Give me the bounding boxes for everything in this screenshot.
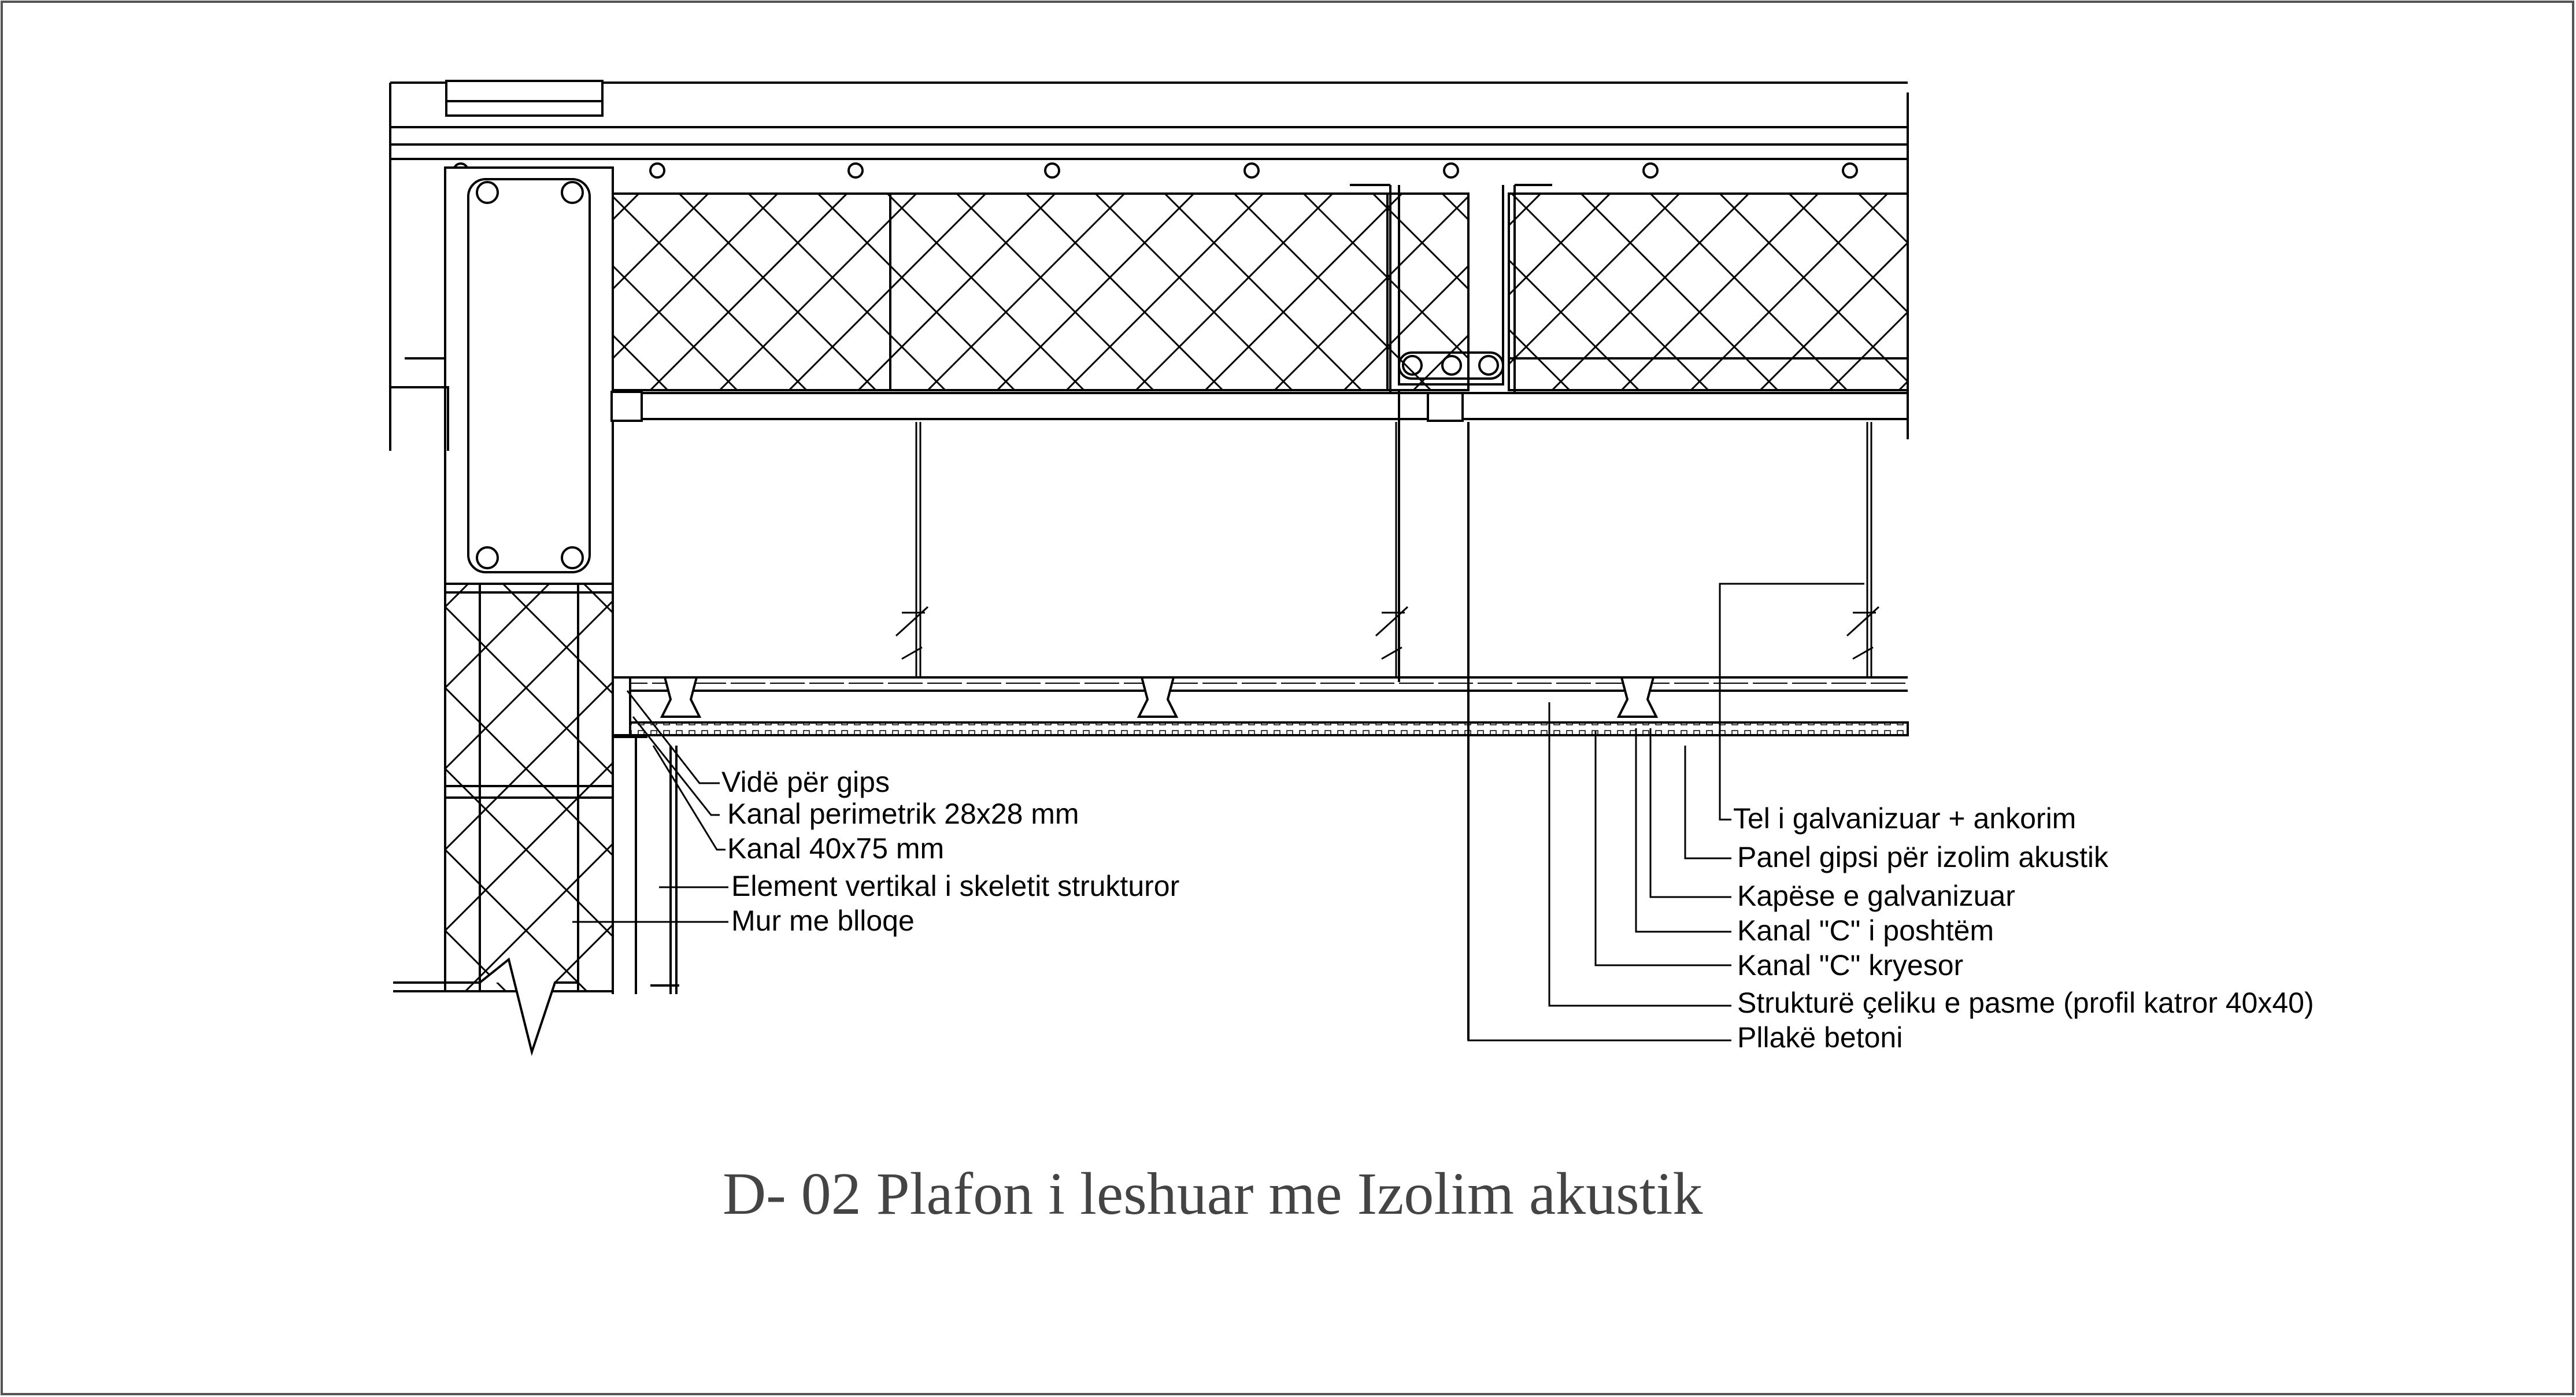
detail-section [389,80,1909,1057]
label-galvanized-clip: Kapëse e galvanizuar [1737,880,2015,912]
label-channel-40x75: Kanal 40x75 mm [727,832,944,865]
label-gypsum-panel: Panel gipsi për izolim akustik [1737,841,2109,873]
label-block-wall: Mur me blloqe [731,905,915,937]
concrete-column [444,166,614,585]
insulation-block-1 [589,192,1470,391]
concrete-beam [1398,185,1504,386]
label-main-c-channel: Kanal "C" kryesor [1737,949,1963,981]
label-concrete-slab: Pllakë betoni [1737,1021,1903,1054]
hanger-wires [895,422,1880,676]
block-wall [444,583,614,992]
drawing-title: D- 02 Plafon i leshuar me Izolim akustik [723,1161,1702,1227]
label-perimeter-channel: Kanal perimetrik 28x28 mm [727,798,1079,830]
left-leaders [572,690,728,923]
label-drywall-screw: Vidë për gips [721,766,890,798]
top-parapet [445,80,604,117]
label-steel-back-frame: Strukturë çeliku e pasme (profil katror … [1737,987,2314,1019]
label-lower-c-channel: Kanal "C" i poshtëm [1737,914,1994,947]
perimeter-channel [612,676,631,736]
galvanized-clips [660,676,1659,718]
label-galvanized-wire: Tel i galvanizuar + ankorim [1733,802,2076,835]
label-vertical-structural-element: Element vertikal i skeletit strukturor [731,870,1179,902]
slab-rebars [453,162,1858,179]
insulation-block-2 [1508,192,1909,391]
gypsum-acoustic-panel [612,721,1909,736]
right-leaders [1467,422,1864,1042]
